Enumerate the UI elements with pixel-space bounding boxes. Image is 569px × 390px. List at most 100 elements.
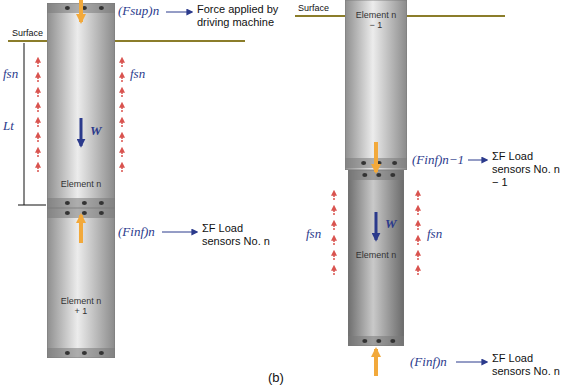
bolt-hole (82, 351, 87, 355)
friction-arrow (121, 118, 123, 127)
friction-symbol: fsn (306, 226, 321, 242)
joint-band (47, 348, 115, 358)
friction-arrow (37, 103, 39, 112)
friction-symbol: fsn (3, 66, 18, 82)
force-symbol: (Finf)n (410, 354, 447, 370)
pile-body (47, 3, 115, 208)
force-arrow (374, 349, 378, 376)
bolt-hole (65, 6, 70, 10)
weight-arrow (80, 118, 83, 146)
joint-band (348, 170, 404, 180)
joint-band (47, 208, 115, 218)
joint-band (47, 3, 115, 13)
surface-label: Surface (298, 3, 329, 14)
pile-body (47, 208, 115, 358)
force-arrow (374, 142, 378, 172)
force-symbol: (Fsup)n (118, 3, 159, 19)
friction-arrow (333, 266, 335, 275)
bolt-hole (99, 351, 104, 355)
friction-arrow (37, 88, 39, 97)
bolt-hole (99, 211, 104, 215)
force-arrow (79, 215, 83, 243)
bolt-hole (377, 161, 382, 165)
pile-element: Element n (348, 170, 404, 346)
friction-arrow (333, 236, 335, 245)
friction-arrow (121, 148, 123, 157)
friction-arrow (333, 221, 335, 230)
bolt-hole (392, 161, 397, 165)
friction-arrow (37, 163, 39, 172)
bolt-hole (82, 211, 87, 215)
sensor-label: ΣF Load sensors No. n − 1 (492, 150, 566, 190)
friction-arrow (417, 266, 419, 275)
joint-band (47, 198, 115, 208)
friction-arrow (37, 118, 39, 127)
pile-cylinder (47, 3, 115, 208)
bolt-hole (362, 173, 367, 177)
bolt-hole (361, 161, 366, 165)
element-label: Element n (47, 179, 115, 189)
bolt-hole (390, 173, 395, 177)
sensor-label: ΣF Load sensors No. n (202, 222, 274, 248)
friction-arrow (121, 163, 123, 172)
pointer-arrow (166, 12, 192, 13)
pointer-arrow (162, 232, 197, 233)
friction-arrow (121, 58, 123, 67)
bolt-hole (82, 201, 87, 205)
caption: (b) (268, 370, 284, 385)
bolt-hole (390, 339, 395, 343)
weight-symbol: W (90, 123, 102, 139)
surface-line (8, 40, 245, 42)
bolt-hole (65, 201, 70, 205)
pointer-arrow (468, 160, 487, 161)
friction-arrow (417, 191, 419, 200)
bolt-hole (376, 173, 381, 177)
joint-band (345, 158, 407, 168)
bolt-hole (99, 6, 104, 10)
friction-arrow (417, 236, 419, 245)
force-symbol: (Finf)n (118, 224, 155, 240)
friction-arrow (121, 73, 123, 82)
element-label: Element n − 1 (345, 10, 407, 31)
pile-element: Element n (47, 3, 115, 208)
weight-symbol: W (385, 216, 397, 232)
friction-symbol: fsn (427, 226, 442, 242)
force-arrow (79, 0, 83, 22)
friction-arrow (37, 58, 39, 67)
friction-arrow (333, 206, 335, 215)
friction-symbol: fsn (130, 66, 145, 82)
element-label: Element n (348, 250, 404, 260)
pile-body (345, 0, 407, 170)
friction-arrow (121, 88, 123, 97)
note: Force applied by driving machine (197, 3, 297, 29)
surface-label: Surface (12, 28, 43, 39)
bolt-hole (362, 339, 367, 343)
friction-arrow (333, 251, 335, 260)
length-symbol: Lt (3, 118, 14, 134)
sensor-label: ΣF Load sensors No. n (492, 352, 564, 378)
friction-arrow (417, 206, 419, 215)
friction-arrow (37, 133, 39, 142)
bolt-hole (65, 351, 70, 355)
element-label: Element n + 1 (47, 296, 115, 317)
bolt-hole (82, 6, 87, 10)
length-tick (18, 205, 46, 206)
pile-body (348, 170, 404, 346)
force-symbol: (Finf)n−1 (412, 152, 464, 168)
joint-band (348, 336, 404, 346)
friction-arrow (121, 133, 123, 142)
friction-arrow (121, 103, 123, 112)
length-bracket (24, 43, 25, 205)
friction-arrow (417, 221, 419, 230)
bolt-hole (99, 201, 104, 205)
friction-arrow (37, 148, 39, 157)
weight-arrow (375, 212, 378, 240)
friction-arrow (417, 251, 419, 260)
pointer-arrow (456, 362, 487, 363)
bolt-hole (65, 211, 70, 215)
friction-arrow (333, 191, 335, 200)
bolt-hole (376, 339, 381, 343)
friction-arrow (37, 73, 39, 82)
